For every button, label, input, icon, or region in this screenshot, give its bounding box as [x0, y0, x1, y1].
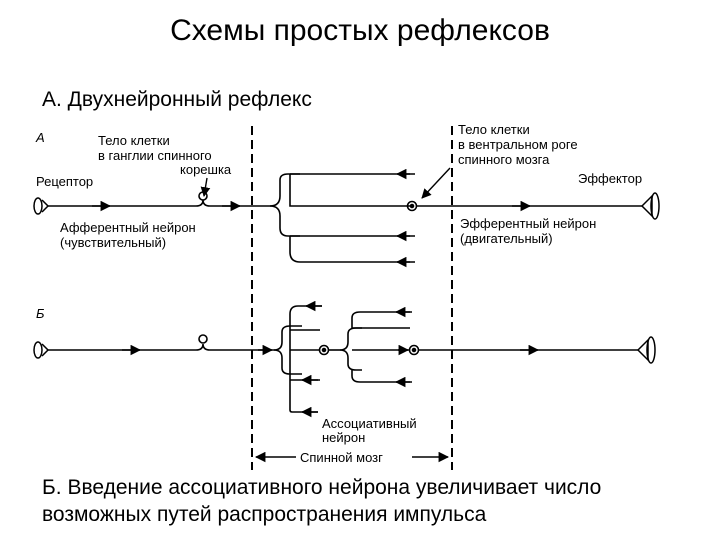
ganglion-cell-body-label-2: в ганглии спинного [98, 148, 212, 163]
associative-branch-top [289, 305, 322, 326]
subtitle-two-neuron-reflex: А. Двухнейронный рефлекс [42, 88, 312, 111]
motor-neuron-b [351, 311, 638, 383]
ventral-cell-body-label-2: в вентральном роге [458, 137, 578, 152]
ventral-cell-body-label-3: спинного мозга [458, 152, 550, 167]
ventral-cell-body-label-1: Тело клетки [458, 122, 530, 137]
effector-b [636, 336, 656, 364]
efferent-neuron-label-2: (двигательный) [460, 231, 553, 246]
receptor-label: Рецептор [36, 174, 93, 189]
afferent-neuron-label-1: Афферентный нейрон [60, 220, 196, 235]
afferent-axon-a [48, 173, 300, 237]
receptor-b [33, 341, 50, 359]
efferent-neuron-label-1: Эфферентный нейрон [460, 216, 596, 231]
receptor-a [33, 197, 50, 215]
panel-b-letter: Б [36, 306, 45, 321]
effector-a [640, 192, 660, 220]
afferent-axon-b [48, 325, 302, 375]
effector-label: Эффектор [578, 171, 642, 186]
ganglion-cell-body-label-1: Тело клетки [98, 133, 170, 148]
associative-neuron-label-2: нейрон [322, 430, 365, 445]
afferent-neuron-label-2: (чувствительный) [60, 235, 166, 250]
ventral-pointer-arrow [421, 167, 451, 199]
associative-neuron-b [289, 326, 362, 413]
associative-neuron-label-1: Ассоциативный [322, 416, 417, 431]
ganglion-cell-body-label-3: корешка [180, 162, 232, 177]
spinal-cord-label: Спинной мозг [300, 450, 383, 465]
caption-associative-neuron: Б. Введение ассоциативного нейрона увели… [42, 476, 602, 526]
panel-a-letter: А [35, 130, 45, 145]
slide-title: Схемы простых рефлексов [170, 14, 550, 47]
